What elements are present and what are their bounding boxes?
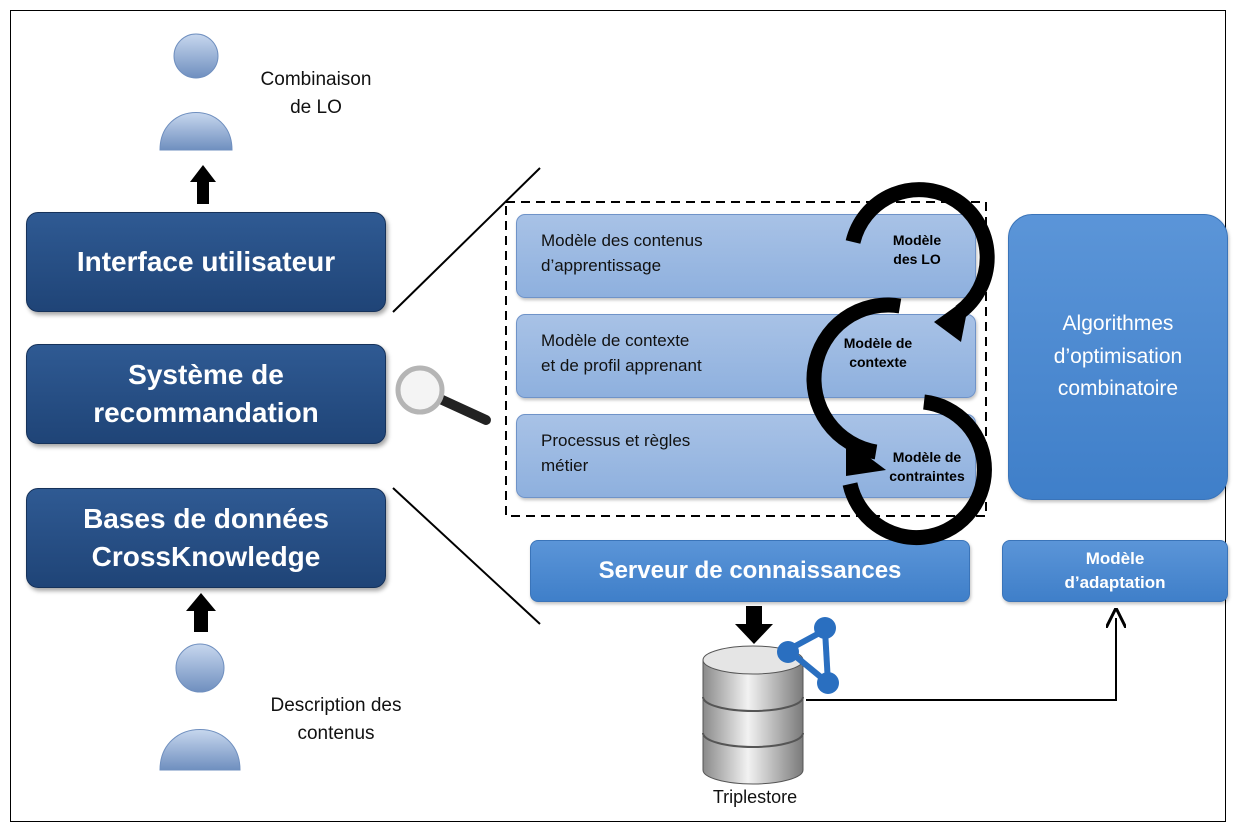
triplestore-label-text: Triplestore <box>712 787 798 807</box>
triplestore-label: Triplestore <box>680 784 830 810</box>
processus-regles-box: Processus et règles métier <box>516 414 976 498</box>
badge3-line1: Modèle de <box>892 449 962 465</box>
interface-box-label: Interface utilisateur <box>76 246 336 278</box>
badge-modele-contexte: Modèle de contexte <box>818 334 938 372</box>
zoom-line-bottom <box>392 487 541 625</box>
serveur-connaissances-box: Serveur de connaissances <box>530 540 970 602</box>
box3-line2: métier <box>541 455 589 475</box>
recommendation-box-line2: recommandation <box>93 397 319 428</box>
arrow-up-top-icon <box>190 165 216 204</box>
top-user-label-line2: de LO <box>290 96 342 118</box>
top-user-label: Combinaison de LO <box>246 66 386 121</box>
badge-modele-lo: Modèle des LO <box>872 231 962 269</box>
cycle-arrow-1 <box>845 182 995 318</box>
modele-adaptation-box: Modèle d’adaptation <box>1002 540 1228 602</box>
algo-line3: combinatoire <box>1057 377 1179 401</box>
zoom-line-top <box>392 167 541 313</box>
user-top-icon <box>159 33 233 151</box>
db-to-adaptation-connector <box>806 618 1116 701</box>
box2-line1: Modèle de contexte <box>541 331 690 350</box>
algo-line2: d’optimisation <box>1053 344 1183 368</box>
box2-line2: et de profil apprenant <box>541 355 702 375</box>
badge2-line2: contexte <box>849 353 907 370</box>
adaptation-line2: d’adaptation <box>1064 573 1166 592</box>
badge1-line1: Modèle <box>892 232 942 248</box>
bottom-user-label-line2: contenus <box>297 722 375 744</box>
cycle-arrow-2 <box>806 297 902 460</box>
database-box-line1: Bases de données <box>83 503 329 535</box>
cycle-arrowhead-2 <box>846 440 886 476</box>
badge1-line2: des LO <box>893 250 941 267</box>
box1-line1: Modèle des contenus <box>541 231 703 250</box>
bottom-user-label-line1: Description des <box>270 695 402 716</box>
network-graph-icon <box>777 617 839 694</box>
arrow-down-db-icon <box>735 606 773 644</box>
modele-contenus-box: Modèle des contenus d’apprentissage <box>516 214 976 298</box>
interface-utilisateur-box: Interface utilisateur <box>26 212 386 312</box>
magnifier-icon <box>395 365 491 425</box>
box1-line2: d’apprentissage <box>541 255 662 275</box>
database-box-line2: CrossKnowledge <box>91 541 321 572</box>
recommendation-box-line1: Système de <box>128 359 284 391</box>
algo-line1: Algorithmes <box>1062 312 1174 336</box>
cycle-arrowhead-1 <box>934 296 970 342</box>
badge-modele-contraintes: Modèle de contraintes <box>868 448 986 486</box>
dashed-group-frame <box>505 201 987 517</box>
modele-contexte-box: Modèle de contexte et de profil apprenan… <box>516 314 976 398</box>
bases-donnees-box: Bases de données CrossKnowledge <box>26 488 386 588</box>
user-bottom-icon <box>159 643 241 771</box>
systeme-recommandation-box: Système de recommandation <box>26 344 386 444</box>
box3-line1: Processus et règles <box>541 431 691 450</box>
top-user-label-line1: Combinaison <box>260 69 372 90</box>
badge2-line1: Modèle de <box>843 335 913 351</box>
arrow-up-bottom-icon <box>186 593 216 632</box>
bottom-user-label: Description des contenus <box>236 692 436 747</box>
algorithmes-box: Algorithmes d’optimisation combinatoire <box>1008 214 1228 500</box>
cycle-arrow-3 <box>842 394 992 546</box>
server-box-label: Serveur de connaissances <box>598 557 902 584</box>
adaptation-line1: Modèle <box>1085 549 1145 569</box>
badge3-line2: contraintes <box>889 467 965 484</box>
